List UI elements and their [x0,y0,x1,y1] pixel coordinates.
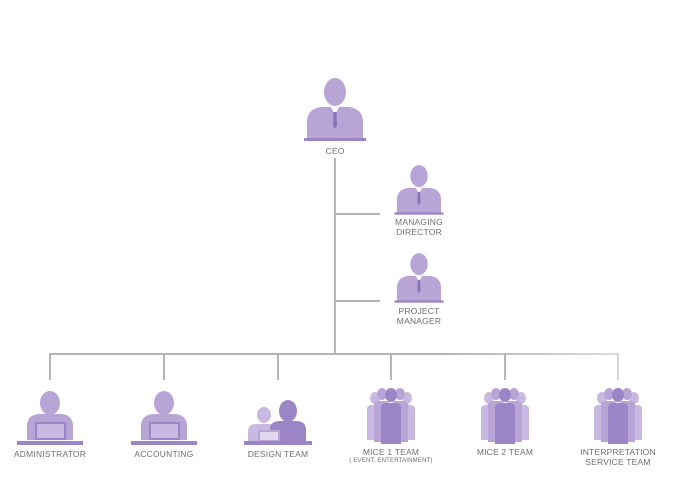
pm-branch-line [334,300,380,302]
accounting-drop-line [163,353,165,380]
project-manager-label-1: PROJECT [398,306,440,316]
team-node-accounting: ACCOUNTING [116,388,212,459]
person-icon [304,78,366,141]
team-label-interpretation-1: INTERPRETATION [580,447,656,457]
design-drop-line [277,353,279,380]
teams-horizontal-line [49,353,619,355]
managing-director-node: MANAGING DIRECTOR [381,163,457,237]
mice1-drop-line [390,353,392,380]
person-at-laptop-icon [17,391,83,445]
two-people-at-laptop-icon [244,400,312,445]
ceo-trunk-line [334,158,336,354]
team-node-interpretation: INTERPRETATION SERVICE TEAM [563,386,673,467]
team-node-mice1: MICE 1 TEAM ( EVENT, ENTERTAINMENT) [341,386,441,465]
team-node-administrator: ADMINISTRATOR [2,388,98,459]
group-icon [481,388,529,444]
interpretation-drop-line [617,353,619,380]
admin-drop-line [49,353,51,380]
person-icon [394,165,444,215]
person-at-laptop-icon [131,391,197,445]
managing-director-label-2: DIRECTOR [396,227,442,237]
team-label-mice2: MICE 2 TEAM [476,447,534,457]
team-node-design: DESIGN TEAM [228,388,328,459]
team-label-administrator: ADMINISTRATOR [13,449,87,459]
ceo-label: CEO [325,146,345,156]
project-manager-label-2: MANAGER [396,316,442,326]
team-label-mice1: MICE 1 TEAM [362,447,420,457]
project-manager-node: PROJECT MANAGER [381,251,457,326]
ceo-node: CEO [295,76,375,156]
team-node-mice2: MICE 2 TEAM [455,386,555,457]
person-icon [394,253,444,303]
team-label-accounting: ACCOUNTING [134,449,194,459]
md-branch-line [334,213,380,215]
group-icon [594,388,642,444]
team-label-interpretation-2: SERVICE TEAM [585,457,651,467]
mice2-drop-line [504,353,506,380]
managing-director-label-1: MANAGING [395,217,443,227]
team-sublabel-mice1: ( EVENT, ENTERTAINMENT) [349,458,433,464]
group-icon [367,388,415,444]
team-label-design: DESIGN TEAM [247,449,309,459]
